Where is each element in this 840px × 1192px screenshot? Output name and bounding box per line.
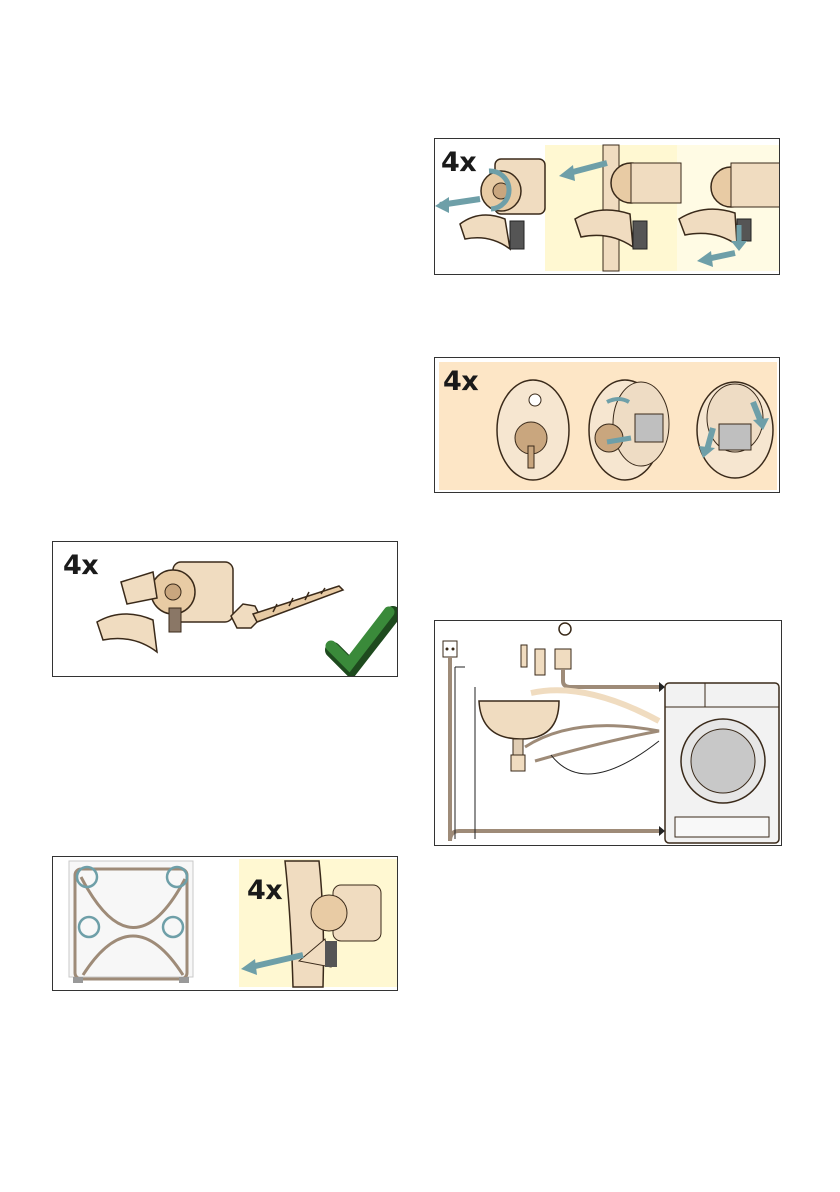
transport-bolt-icon bbox=[97, 562, 233, 652]
cover-cap-icon bbox=[497, 380, 569, 480]
remove-bolts-illustration bbox=[435, 139, 780, 275]
panel-remove-bolts: 4x bbox=[434, 138, 780, 275]
quantity-label: 4x bbox=[63, 552, 98, 579]
panel-keep-bolts: 4x bbox=[52, 541, 398, 677]
hose-layout-illustration bbox=[435, 621, 782, 846]
quantity-label: 4x bbox=[443, 368, 478, 395]
washing-machine-icon bbox=[665, 683, 779, 843]
panel-hose-release: 4x bbox=[52, 856, 398, 991]
tap-icon bbox=[521, 623, 571, 675]
panel-cover-caps: 4x bbox=[434, 357, 780, 493]
wood-screw-icon bbox=[231, 586, 343, 628]
cover-cap-icon bbox=[697, 382, 773, 478]
panel-hose-layout bbox=[434, 620, 782, 846]
hose-release-illustration bbox=[53, 857, 398, 991]
quantity-label: 4x bbox=[247, 877, 282, 904]
cover-caps-illustration bbox=[435, 358, 780, 493]
keep-bolts-illustration bbox=[53, 542, 398, 677]
quantity-label: 4x bbox=[441, 149, 476, 176]
plug-socket-icon bbox=[443, 641, 457, 657]
